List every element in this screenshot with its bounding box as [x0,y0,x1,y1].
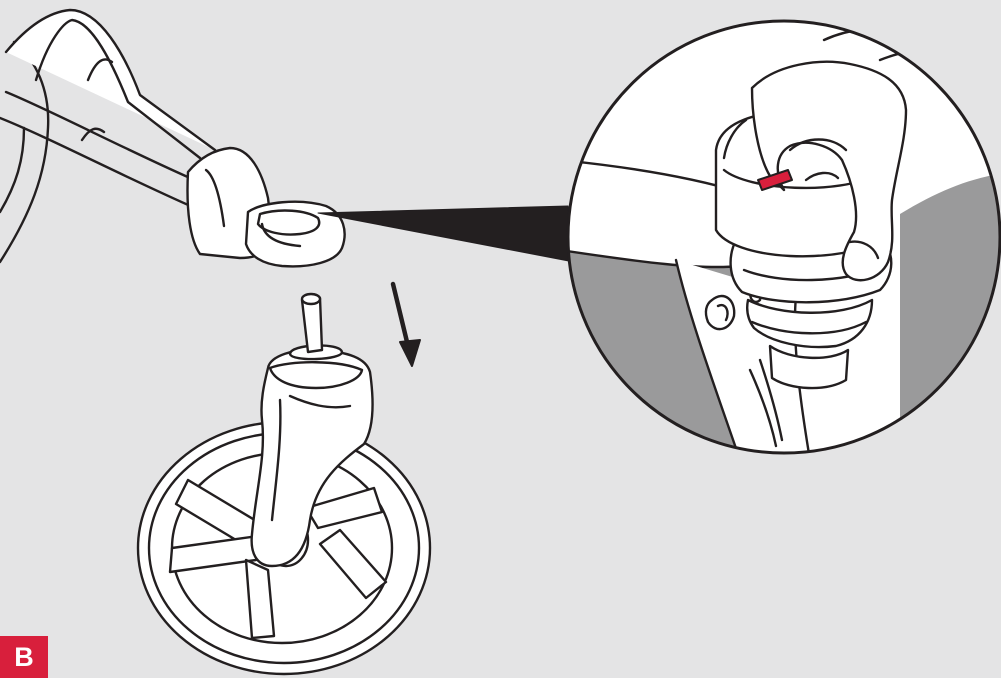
zoom-detail [566,19,1001,455]
callout-pointer [317,205,575,263]
stroller-frame [0,8,346,268]
release-button [757,169,793,191]
front-wheel [136,292,432,676]
figure-label-badge: B [0,636,48,678]
down-arrow-icon [390,281,421,367]
